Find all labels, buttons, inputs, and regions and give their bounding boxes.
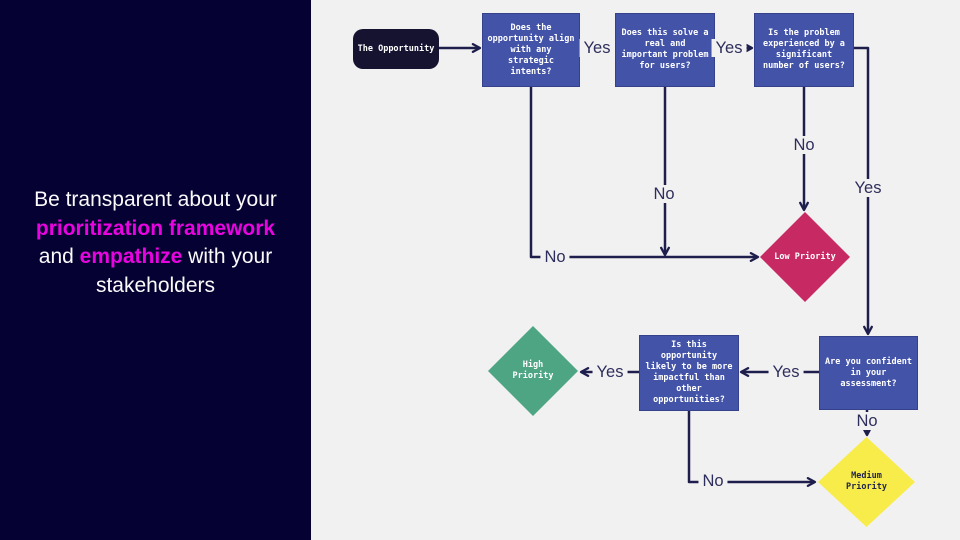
node-label: Is the problem experienced by a signific…: [763, 28, 845, 71]
edge-q3-q5: [854, 46, 874, 336]
edge-q4-medium: [687, 411, 817, 488]
edge-label-no: No: [789, 136, 819, 154]
edge-label-no: No: [852, 412, 882, 430]
edge-label-yes: Yes: [579, 39, 615, 57]
quote-line: and empathize with your: [10, 243, 301, 272]
quote-text-highlight: empathize: [79, 245, 183, 268]
quote-line: prioritization framework: [10, 215, 301, 244]
node-label: The Opportunity: [357, 43, 435, 54]
node-label: Are you confident in your assessment?: [825, 356, 912, 389]
quote-text: with your: [182, 245, 273, 268]
quote-text: stakeholders: [95, 273, 216, 297]
slide-quote: Be transparent about your prioritization…: [0, 186, 311, 300]
quote-line: Be transparent about your: [10, 186, 301, 215]
node-label: Medium Priority: [846, 471, 887, 492]
node-label: Does this solve a real and important pro…: [621, 28, 709, 71]
node-question-strategic-intents: Does the opportunity align with any stra…: [482, 13, 580, 87]
sidebar-panel: Be transparent about your prioritization…: [0, 0, 311, 540]
quote-text-highlight: prioritization framework: [35, 216, 276, 240]
node-label: Is this opportunity likely to be more im…: [645, 340, 733, 405]
edge-q1-low: [529, 87, 760, 263]
quote-line: stakeholders: [10, 272, 301, 301]
edge-label-yes: Yes: [592, 363, 628, 381]
node-question-confident-assessment: Are you confident in your assessment?: [819, 336, 918, 410]
edge-label-yes: Yes: [768, 363, 804, 381]
edge-label-no: No: [649, 185, 679, 203]
edge-label-no: No: [540, 248, 570, 266]
node-label: Does the opportunity align with any stra…: [487, 22, 575, 77]
quote-text: and: [38, 245, 80, 268]
node-label: High Priority: [512, 360, 554, 381]
edge-label-yes: Yes: [711, 39, 747, 57]
node-the-opportunity: The Opportunity: [353, 29, 439, 69]
quote-text: Be transparent about your: [34, 188, 277, 211]
node-question-significant-users: Is the problem experienced by a signific…: [754, 13, 854, 87]
node-label: Low Priority: [774, 251, 836, 262]
edge-label-no: No: [698, 472, 728, 490]
node-question-more-impactful: Is this opportunity likely to be more im…: [639, 335, 739, 411]
node-question-real-problem: Does this solve a real and important pro…: [615, 13, 715, 87]
edge-label-yes: Yes: [850, 179, 886, 197]
